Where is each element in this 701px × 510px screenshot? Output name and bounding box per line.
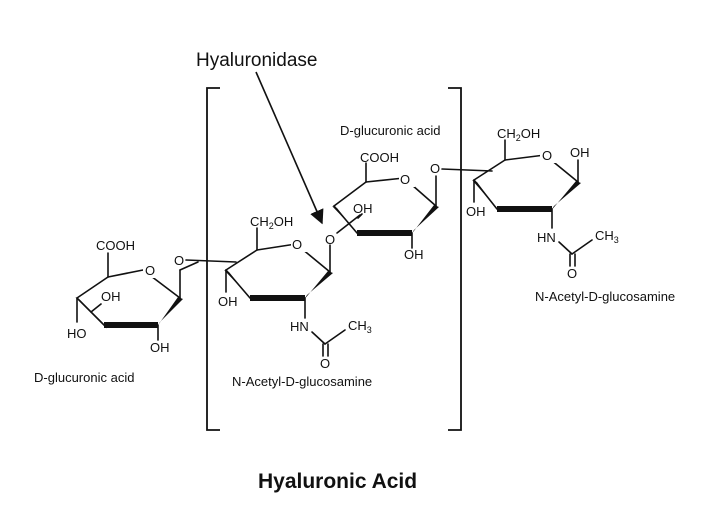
hydroxymethyl-group: CH2OH: [497, 126, 540, 143]
glycosidic-oxygen: O: [174, 253, 184, 268]
hydroxyl-group: HO: [67, 326, 87, 341]
amide-nh: HN: [537, 230, 556, 245]
methyl-group: CH3: [595, 228, 619, 245]
diagram-title: Hyaluronic Acid: [258, 470, 417, 493]
unit-1-d-glucuronic-acid: O COOH OH HO OH: [67, 238, 199, 355]
unit-2-n-acetyl-d-glucosamine: O CH2OH OH HN CH3 O: [218, 214, 372, 371]
carboxyl-group: COOH: [360, 150, 399, 165]
unit-4-n-acetyl-d-glucosamine: O CH2OH OH OH HN CH3 O: [466, 126, 619, 281]
unit-label: D-glucuronic acid: [340, 123, 440, 138]
ring-oxygen: O: [292, 237, 302, 252]
unit-label: N-Acetyl-D-glucosamine: [232, 374, 372, 389]
carbonyl-oxygen: O: [320, 356, 330, 371]
carboxyl-group: COOH: [96, 238, 135, 253]
hydroxyl-group: OH: [218, 294, 238, 309]
glycosidic-oxygen: O: [325, 232, 335, 247]
glycosidic-oxygen: O: [430, 161, 440, 176]
hydroxyl-group: OH: [570, 145, 590, 160]
amide-nh: HN: [290, 319, 309, 334]
carbonyl-oxygen: O: [567, 266, 577, 281]
hydroxyl-group: OH: [101, 289, 121, 304]
unit-label: D-glucuronic acid: [34, 370, 134, 385]
left-bracket: [206, 87, 220, 431]
methyl-group: CH3: [348, 318, 372, 335]
unit-3-d-glucuronic-acid: O COOH OH OH: [332, 150, 439, 262]
ring-oxygen: O: [542, 148, 552, 163]
unit-label: N-Acetyl-D-glucosamine: [535, 289, 675, 304]
hydroxyl-group: OH: [404, 247, 424, 262]
cleavage-arrow: [255, 71, 324, 225]
repeat-unit-brackets: [206, 87, 462, 431]
ring-oxygen: O: [145, 263, 155, 278]
ring-oxygen: O: [400, 172, 410, 187]
hydroxyl-group: OH: [353, 201, 373, 216]
hydroxyl-group: OH: [150, 340, 170, 355]
hydroxyl-group: OH: [466, 204, 486, 219]
hydroxymethyl-group: CH2OH: [250, 214, 293, 231]
right-bracket: [448, 87, 462, 431]
enzyme-label: Hyaluronidase: [196, 50, 317, 71]
